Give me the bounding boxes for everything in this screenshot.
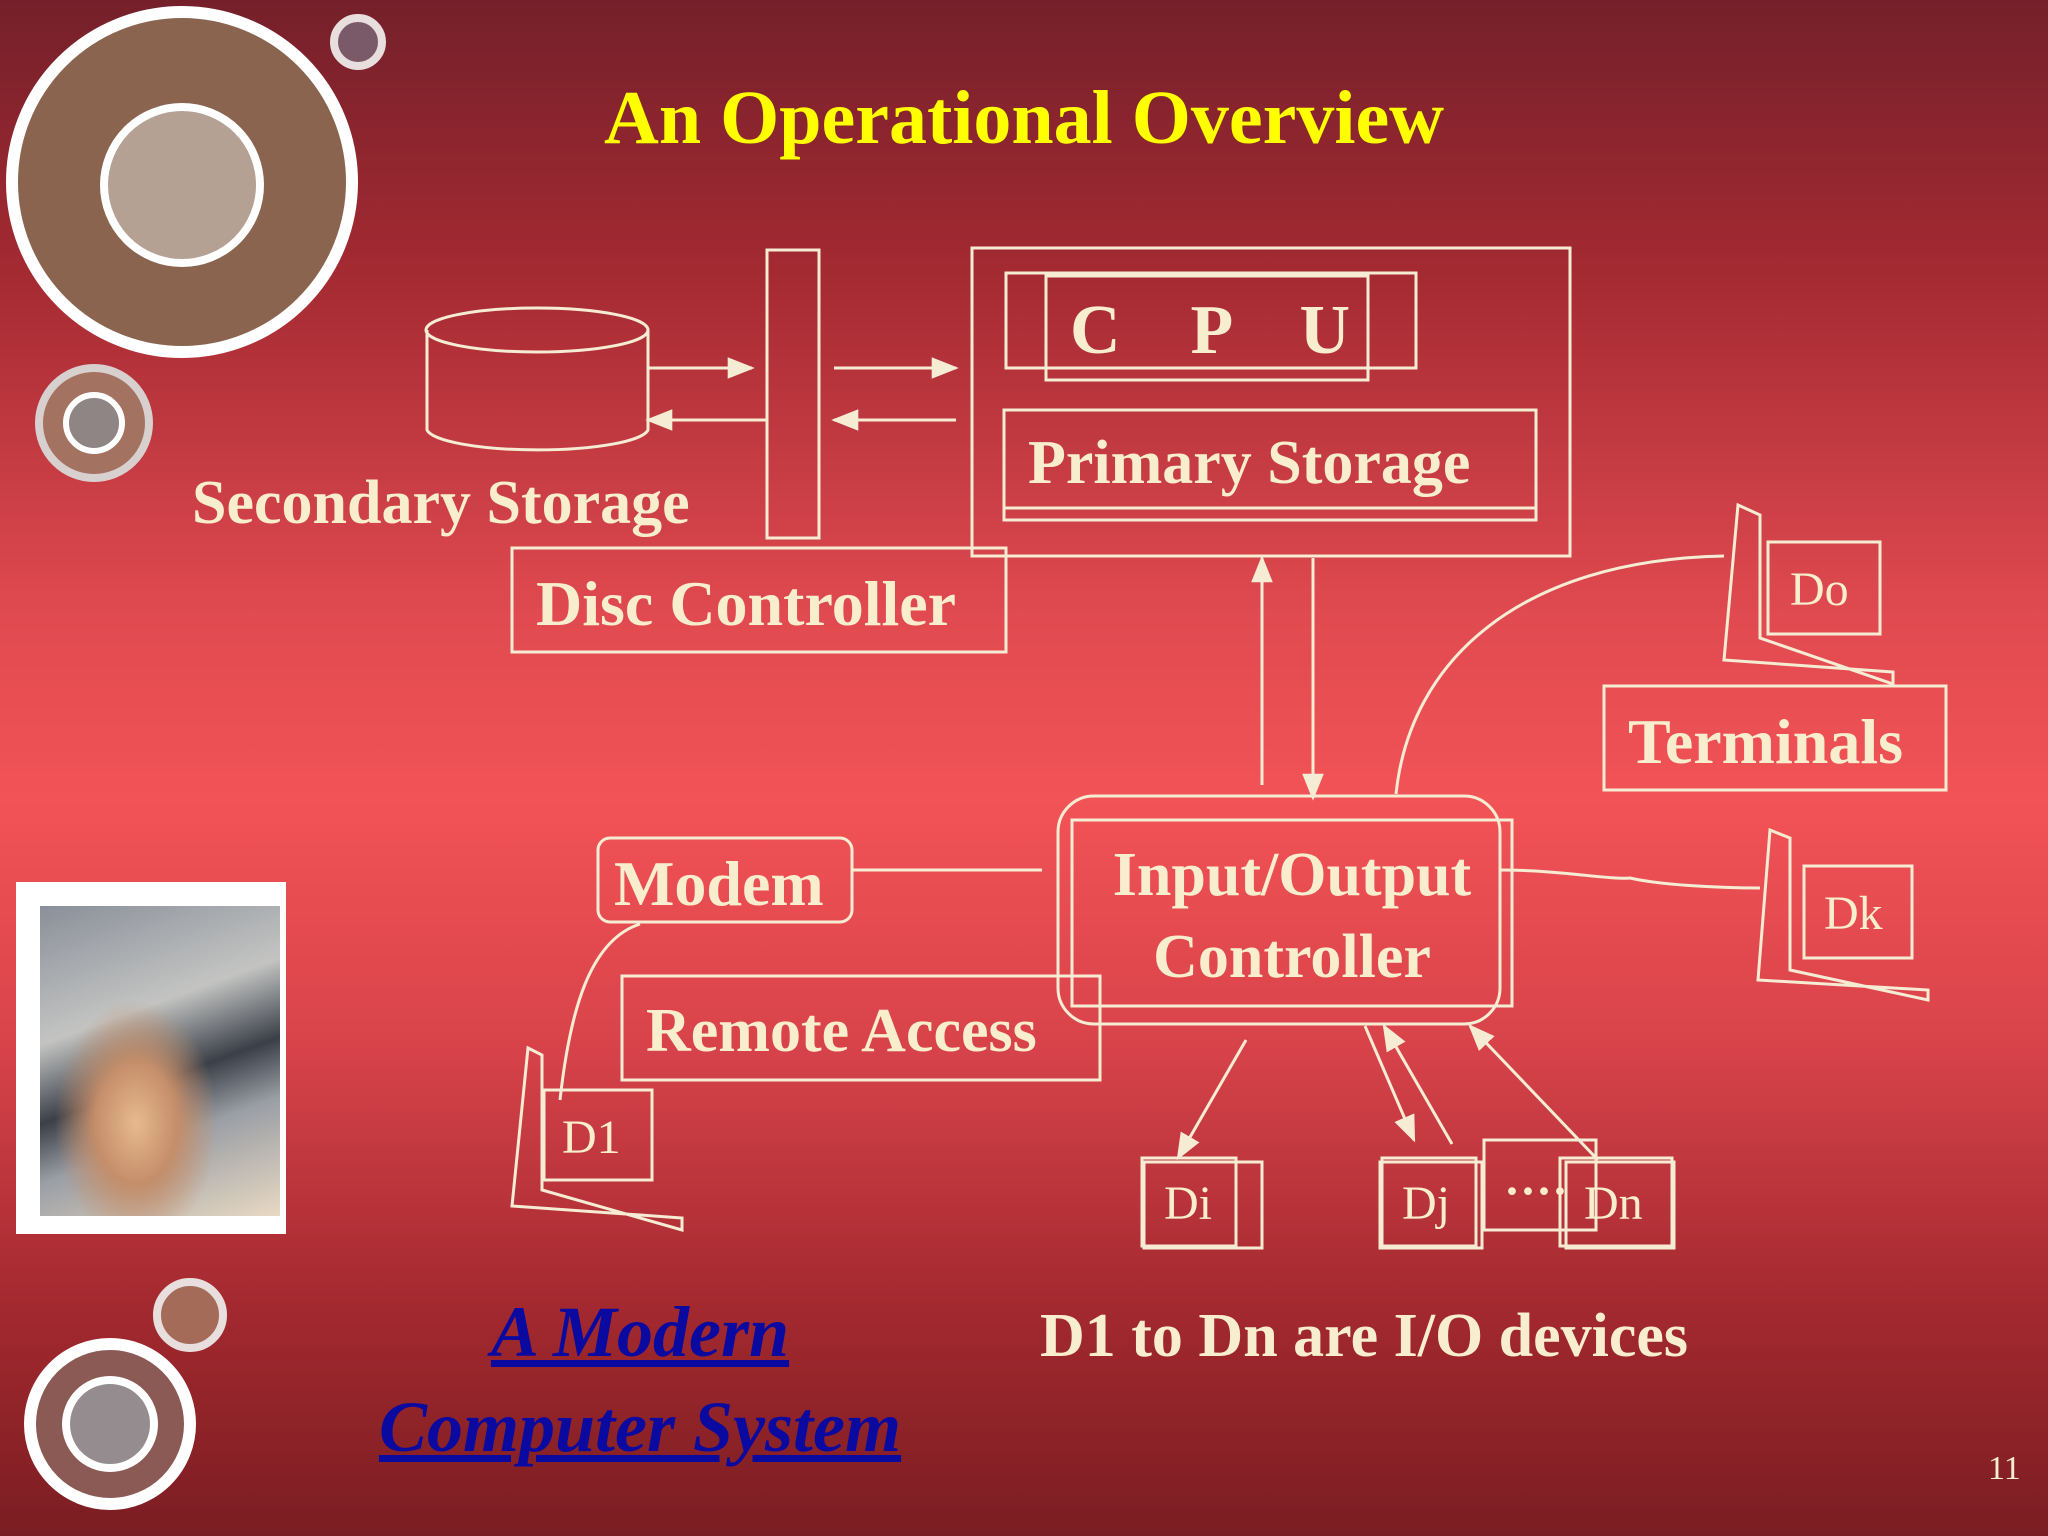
slide-title: An Operational Overview xyxy=(603,76,1445,160)
terminal-do-screen xyxy=(1766,540,1882,636)
terminal-do-base xyxy=(1722,502,1895,687)
io-controller-label-line1: Input/Output xyxy=(1112,841,1472,909)
remote-access-box xyxy=(620,974,1102,1082)
arrow-dn-to-io xyxy=(1468,1024,1600,1162)
device-di-box xyxy=(1140,1156,1238,1248)
arrow-io-to-dj xyxy=(1363,1025,1416,1143)
cpu-box xyxy=(1004,271,1418,370)
io-controller-label-line2: Controller xyxy=(1153,923,1431,991)
computer-user-photo xyxy=(16,882,286,1234)
terminal-d1-screen xyxy=(542,1088,654,1182)
subtitle-line1: A Modern xyxy=(490,1292,790,1372)
primary-storage-label: Primary Storage xyxy=(1028,429,1471,497)
cpu-box-inner xyxy=(1044,274,1370,382)
terminal-curve xyxy=(1394,554,1725,795)
io-controller-box-inner xyxy=(1070,818,1514,1008)
decorative-circles xyxy=(6,6,386,1510)
device-do-label: Do xyxy=(1790,563,1849,616)
disc-controller-bar xyxy=(765,248,821,540)
device-dk-label: Dk xyxy=(1824,887,1883,940)
disc-controller-box xyxy=(510,546,1008,654)
line-io-to-dk xyxy=(1499,868,1761,890)
arrow-io-to-di xyxy=(1176,1039,1248,1161)
primary-storage-box xyxy=(1002,408,1538,522)
terminal-dk-base xyxy=(1756,827,1930,1002)
remote-access-label: Remote Access xyxy=(646,997,1037,1065)
slide-subtitle-link[interactable]: A Modern Computer System xyxy=(300,1285,980,1475)
device-dj-box xyxy=(1380,1156,1478,1248)
device-dn-label: Dn xyxy=(1584,1177,1643,1230)
device-ellipsis-label: ···· xyxy=(1504,1165,1569,1218)
io-controller-box xyxy=(1056,794,1502,1026)
page-number: 11 xyxy=(1988,1450,2021,1487)
secondary-storage-label: Secondary Storage xyxy=(192,469,690,537)
device-d1-label: D1 xyxy=(562,1111,621,1164)
disk-drive xyxy=(424,306,650,452)
terminals-label: Terminals xyxy=(1628,706,1903,777)
terminal-d1-base xyxy=(510,1045,684,1232)
arrow-dj-to-io xyxy=(1382,1023,1454,1145)
modem-label: Modem xyxy=(614,848,824,919)
device-dj-label: Dj xyxy=(1402,1177,1450,1230)
terminals-box xyxy=(1602,684,1948,792)
device-dn-box xyxy=(1558,1156,1674,1248)
device-di-label: Di xyxy=(1164,1177,1212,1230)
modem-curve xyxy=(558,922,641,1101)
device-ellipsis-box xyxy=(1482,1138,1598,1232)
disc-controller-label: Disc Controller xyxy=(536,568,957,639)
modem-box xyxy=(596,836,854,924)
terminal-dk-screen xyxy=(1802,864,1914,960)
subtitle-line2: Computer System xyxy=(378,1387,902,1467)
io-devices-note: D1 to Dn are I/O devices xyxy=(1040,1302,1689,1370)
cpu-label: C P U xyxy=(1070,292,1350,369)
